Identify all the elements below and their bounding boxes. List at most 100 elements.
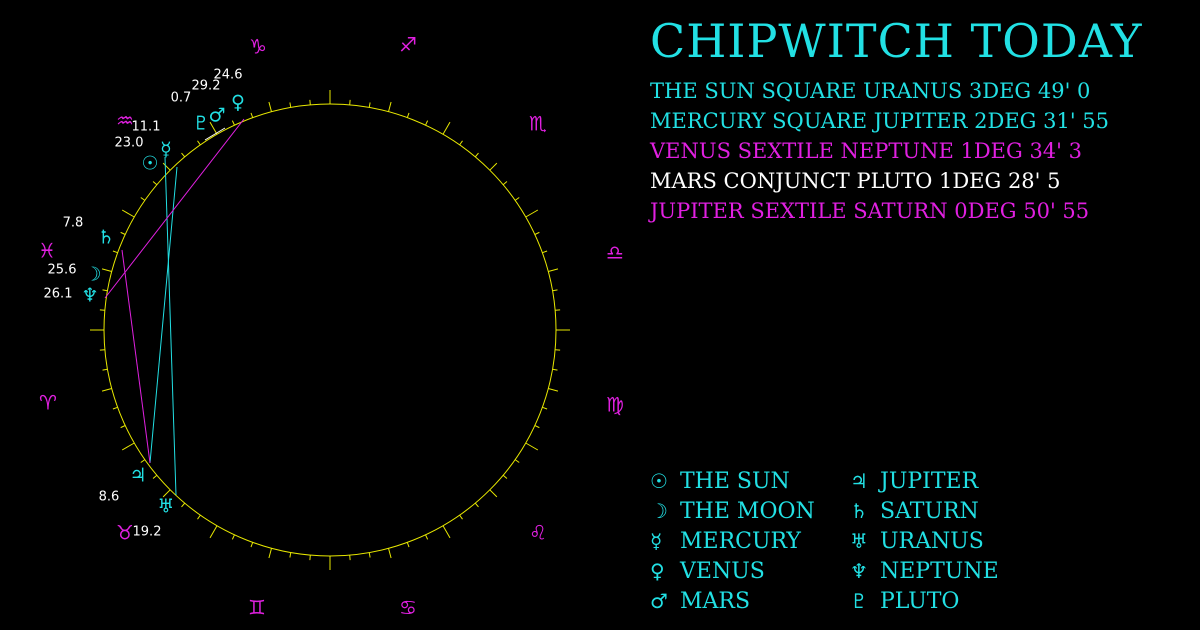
- chart-circle: [103, 103, 557, 557]
- tick-mark: [425, 120, 429, 126]
- tick-mark: [289, 552, 292, 558]
- aspect-connector: [164, 156, 177, 496]
- pluto-degree-label: 0.7: [171, 91, 192, 106]
- tick-mark: [162, 162, 171, 171]
- tick-mark: [548, 388, 559, 392]
- venus-icon: ♀: [231, 92, 245, 114]
- tick-mark: [542, 250, 548, 254]
- tick-mark: [140, 459, 146, 463]
- zodiac-signs: ♑♐♏♎♍♌♋♊♉♈♓♒: [38, 33, 624, 620]
- tick-mark: [197, 140, 201, 146]
- aspect-connector: [149, 166, 178, 464]
- tick-mark: [231, 534, 235, 540]
- tick-mark: [425, 534, 429, 540]
- jupiter-icon: ♃: [850, 469, 868, 493]
- legend-label: SATURN: [880, 498, 979, 524]
- legend-label: MERCURY: [680, 528, 801, 554]
- mars-icon: ♂: [650, 589, 668, 613]
- moon-degree-label: 25.6: [48, 263, 77, 278]
- jupiter-degree-label: 8.6: [99, 490, 120, 505]
- natal-chart-wheel: ♑♐♏♎♍♌♋♊♉♈♓♒ ♇0.7♂29.2♀24.6☿11.1☉23.0♄7.…: [38, 33, 624, 620]
- legend-column-right: ♃JUPITER♄SATURN♅URANUS♆NEPTUNE♇PLUTO: [850, 466, 999, 616]
- legend-item-the-sun: ☉THE SUN: [650, 466, 815, 496]
- tick-mark: [181, 152, 186, 158]
- tick-mark: [102, 289, 108, 292]
- sun-icon: ☉: [141, 153, 158, 175]
- leo-icon: ♌: [529, 521, 547, 545]
- aquarius-icon: ♒: [116, 109, 134, 133]
- tick-mark: [181, 502, 186, 508]
- tick-mark: [388, 548, 392, 559]
- tick-mark: [121, 209, 135, 218]
- tick-mark: [121, 442, 135, 451]
- gemini-icon: ♊: [248, 596, 266, 620]
- legend-item-neptune: ♆NEPTUNE: [850, 556, 999, 586]
- uranus-icon: ♅: [157, 496, 174, 518]
- tick-mark: [102, 368, 108, 371]
- tick-mark: [112, 406, 118, 410]
- tick-mark: [534, 425, 540, 429]
- tick-mark: [502, 181, 508, 186]
- aspect-list: THE SUN SQUARE URANUS 3DEG 49' 0 MERCURY …: [650, 76, 1109, 226]
- cancer-icon: ♋: [399, 596, 417, 620]
- page-title: CHIPWITCH TODAY: [650, 14, 1143, 68]
- aspect-line-1: THE SUN SQUARE URANUS 3DEG 49' 0: [650, 79, 1091, 103]
- tick-mark: [548, 268, 559, 272]
- pluto-icon: ♇: [192, 113, 209, 135]
- legend-item-saturn: ♄ SATURN: [850, 496, 999, 526]
- tick-mark: [197, 514, 201, 520]
- tick-mark: [474, 502, 479, 508]
- tick-mark: [502, 474, 508, 479]
- tick-mark: [152, 181, 158, 186]
- tick-mark: [552, 289, 558, 292]
- tick-mark: [489, 162, 498, 171]
- aries-icon: ♈: [39, 391, 57, 415]
- tick-mark: [474, 152, 479, 158]
- legend-label: NEPTUNE: [880, 558, 999, 584]
- tick-mark: [542, 406, 548, 410]
- sun-icon: ☉: [650, 469, 668, 493]
- saturn-icon: ♄: [850, 499, 868, 523]
- tick-mark: [406, 542, 410, 548]
- tick-mark: [406, 112, 410, 118]
- tick-mark: [140, 197, 146, 201]
- tick-mark: [459, 140, 463, 146]
- tick-mark: [514, 197, 520, 201]
- legend-item-mars: ♂MARS: [650, 586, 815, 616]
- legend-label: PLUTO: [880, 588, 960, 614]
- tick-mark: [120, 425, 126, 429]
- tick-mark: [152, 474, 158, 479]
- aspect-line-3: VENUS SEXTILE NEPTUNE 1DEG 34' 3: [650, 139, 1082, 163]
- tick-mark: [268, 101, 272, 112]
- pluto-icon: ♇: [850, 589, 868, 613]
- mercury-icon: ☿: [650, 529, 663, 553]
- venus-degree-label: 24.6: [214, 68, 243, 83]
- tick-mark: [112, 250, 118, 254]
- venus-icon: ♀: [650, 559, 665, 583]
- degree-ticks: [90, 90, 570, 570]
- libra-icon: ♎: [606, 241, 624, 265]
- tick-mark: [525, 442, 539, 451]
- legend-item-pluto: ♇ PLUTO: [850, 586, 999, 616]
- tick-mark: [120, 231, 126, 235]
- tick-mark: [101, 388, 112, 392]
- tick-mark: [250, 112, 254, 118]
- legend-label: THE MOON: [680, 498, 815, 524]
- tick-mark: [209, 121, 218, 135]
- taurus-icon: ♉: [116, 521, 134, 545]
- legend-item-mercury: ☿ MERCURY: [650, 526, 815, 556]
- aspect-connector: [121, 249, 151, 464]
- planet-markers: ♇0.7♂29.2♀24.6☿11.1☉23.0♄7.8☽25.6♆26.1♃8…: [44, 68, 245, 540]
- aspect-line-2: MERCURY SQUARE JUPITER 2DEG 31' 55: [650, 109, 1109, 133]
- tick-mark: [368, 552, 371, 558]
- capricorn-icon: ♑: [249, 35, 267, 59]
- tick-mark: [231, 120, 235, 126]
- saturn-degree-label: 7.8: [63, 216, 84, 231]
- tick-mark: [209, 525, 218, 539]
- pisces-icon: ♓: [38, 239, 56, 263]
- tick-mark: [442, 525, 451, 539]
- legend-label: VENUS: [680, 558, 765, 584]
- tick-mark: [552, 368, 558, 371]
- sagittarius-icon: ♐: [399, 33, 417, 57]
- tick-mark: [101, 268, 112, 272]
